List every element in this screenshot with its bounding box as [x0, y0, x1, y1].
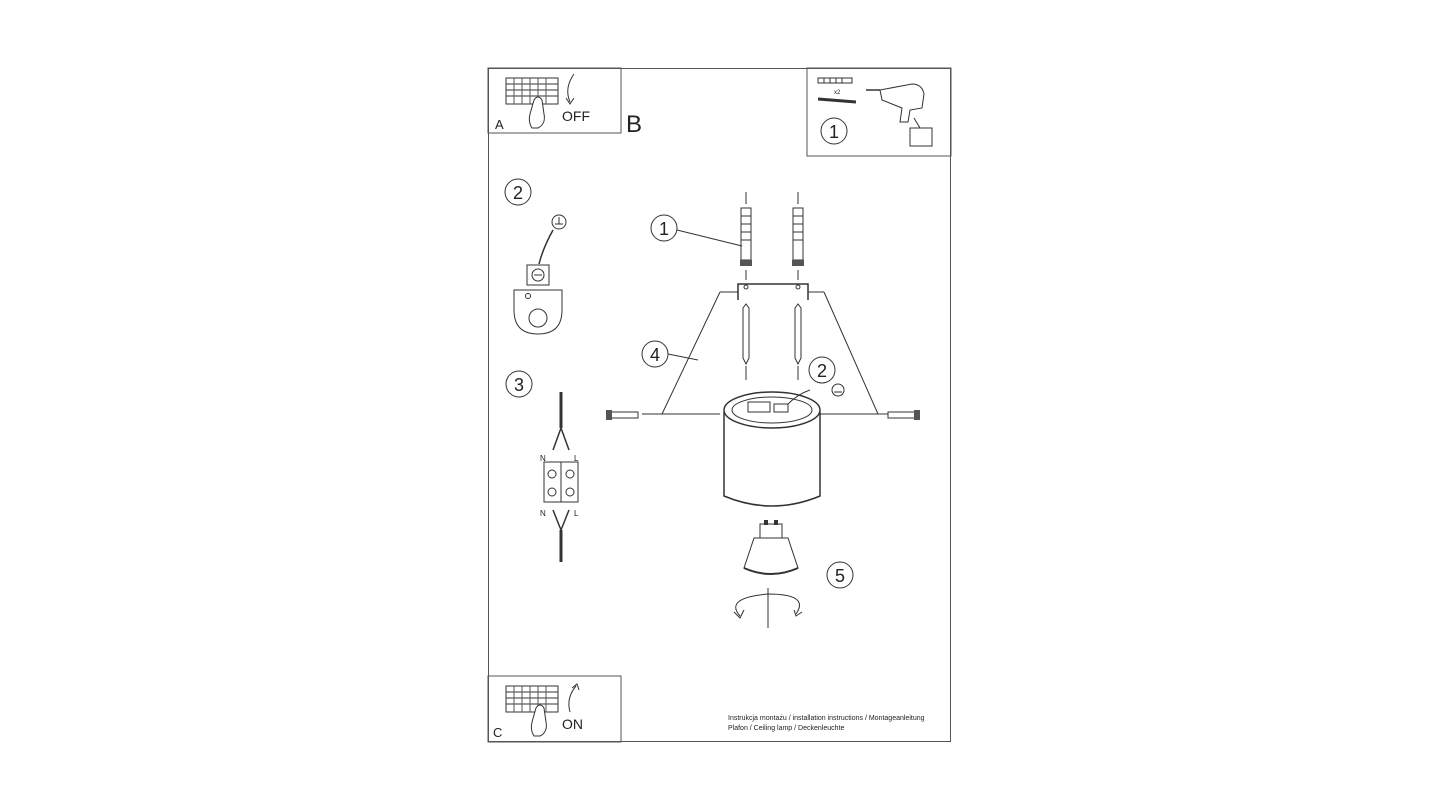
wall-plug-icon	[817, 77, 853, 84]
footer-caption: Instrukcja montażu / installation instru…	[728, 714, 925, 734]
terminal-block-icon	[543, 461, 579, 503]
screw-right-icon	[794, 303, 802, 366]
panel-c-letter: C	[493, 725, 502, 740]
footer-line-1: Instrukcja montażu / installation instru…	[728, 715, 925, 722]
rotate-arrow-icon	[735, 593, 800, 617]
fuse-box-on-icon	[505, 685, 559, 713]
screw-icon	[817, 97, 857, 104]
tools-panel: x2 1	[806, 67, 952, 157]
side-screw-right-icon	[887, 410, 920, 420]
wiring-n-top: N	[540, 454, 546, 463]
hand-on-icon	[530, 704, 547, 737]
quantity-label: x2	[834, 90, 841, 96]
wiring-l-bottom: L	[574, 509, 579, 518]
arrow-up-icon	[568, 685, 577, 713]
fuse-box-icon	[505, 77, 559, 105]
main-assembly: 1 4	[606, 192, 920, 628]
lamp-body-icon	[723, 389, 821, 507]
side-screw-left-icon	[606, 410, 639, 420]
panel-b-letter: B	[626, 111, 642, 138]
ground-inline-step-number: 2	[817, 361, 827, 381]
ground-symbol-inline-icon	[831, 383, 845, 397]
panel-a-action: OFF	[562, 108, 590, 124]
ground-step-number: 2	[513, 183, 523, 203]
hand-icon	[528, 96, 545, 129]
mounting-bracket-icon	[737, 283, 809, 300]
tools-step-number: 1	[829, 122, 839, 142]
gu10-bulb-icon	[743, 520, 799, 575]
panel-a-letter: A	[495, 117, 504, 132]
panel-a: A OFF	[487, 67, 622, 134]
wiring-l-top: L	[574, 454, 579, 463]
wiring-n-bottom: N	[540, 509, 546, 518]
wall-plug-left-icon	[740, 207, 752, 266]
arrow-down-icon	[567, 73, 575, 103]
screw-left-icon	[742, 303, 750, 366]
panel-c: C ON	[487, 675, 622, 743]
footer-line-2: Plafon / Ceiling lamp / Deckenleuchte	[728, 725, 845, 732]
wiring-step-number: 3	[514, 375, 524, 395]
wiring-step: 3 N L N L	[505, 370, 579, 562]
ground-terminal-icon	[513, 264, 563, 335]
drill-icon	[866, 83, 933, 147]
bulb-step-number: 5	[835, 566, 845, 586]
panel-c-action: ON	[562, 716, 583, 732]
ground-step: 2	[504, 178, 567, 335]
mount-step-number: 4	[650, 345, 660, 365]
anchor-step-number: 1	[659, 219, 669, 239]
wall-plug-right-icon	[792, 207, 804, 266]
